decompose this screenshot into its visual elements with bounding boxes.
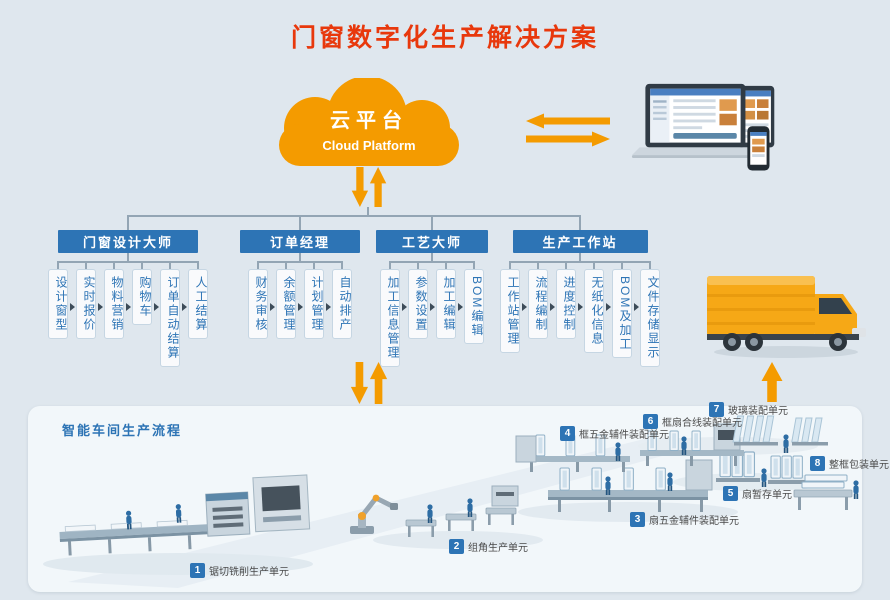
branch-header: 门窗设计大师 [58, 230, 198, 253]
cloud-platform: 云平台 Cloud Platform [263, 78, 475, 168]
station-number: 8 [810, 456, 825, 471]
connector-line [431, 215, 433, 230]
station-label: 框五金辅件装配单元 [579, 430, 669, 441]
branch-header: 生产工作站 [512, 230, 648, 253]
module-item: 人工结算 [188, 269, 208, 339]
module-item: 设计窗型 [48, 269, 68, 339]
station-marker-6: 6 框扇合线装配单元 [643, 414, 742, 429]
station-number: 2 [449, 539, 464, 554]
module-item: 订单自动结算 [160, 269, 180, 367]
module-item: 加工信息管理 [380, 269, 400, 367]
station-label: 扇五金辅件装配单元 [649, 516, 739, 527]
connector-line [299, 253, 301, 261]
connector-line [299, 215, 301, 230]
station-5-sash-buffer-racks [716, 451, 808, 487]
module-item: BOM编辑 [464, 269, 484, 345]
station-marker-1: 1 锯切铣削生产单元 [190, 563, 289, 578]
station-marker-2: 2 组角生产单元 [449, 539, 528, 554]
connector-line [579, 215, 581, 230]
sync-arrows-horizontal-icon [526, 113, 610, 152]
module-item: 自动排产 [332, 269, 352, 339]
station-number: 3 [630, 512, 645, 527]
connector-line [127, 215, 129, 230]
page-title: 门窗数字化生产解决方案 [290, 24, 599, 52]
module-item: 财务审核 [248, 269, 268, 339]
laptop-mockup [631, 83, 759, 158]
branch-production-workstation: 生产工作站 工作站管理 流程编制 进度控制 无纸化信息 BOM及加工 文件存储显… [496, 215, 664, 367]
cloud-subtitle: Cloud Platform [322, 137, 416, 153]
station-label: 组角生产单元 [468, 543, 528, 554]
module-item: 进度控制 [556, 269, 576, 339]
delivery-truck-icon [702, 260, 872, 362]
station-2-corner-crimping [405, 485, 519, 538]
data-flow-arrows-icon [350, 167, 388, 212]
cloud-icon [279, 78, 459, 166]
connector-line [579, 253, 581, 261]
station-marker-7: 7 玻璃装配单元 [709, 402, 788, 417]
cloud-title: 云平台 [330, 109, 408, 132]
module-item: 余额管理 [276, 269, 296, 339]
station-8-packing [793, 474, 859, 510]
station-marker-8: 8 整框包装单元 [810, 456, 889, 471]
station-number: 6 [643, 414, 658, 429]
devices-illustration [631, 83, 775, 171]
truck-upload-arrow-icon [758, 362, 786, 407]
station-label: 锯切铣削生产单元 [209, 567, 289, 578]
module-item: 参数设置 [408, 269, 428, 339]
branch-order-manager: 订单经理 财务审核 余额管理 计划管理 自动排产 [240, 215, 360, 339]
module-item: 实时报价 [76, 269, 96, 339]
module-item: 物料营销 [104, 269, 124, 339]
branch-craft-master: 工艺大师 加工信息管理 参数设置 加工编辑 BOM编辑 [376, 215, 488, 367]
module-item: 工作站管理 [500, 269, 520, 353]
station-number: 1 [190, 563, 205, 578]
module-item: 流程编制 [528, 269, 548, 339]
branch-header: 订单经理 [240, 230, 360, 253]
station-marker-5: 5 扇暂存单元 [723, 486, 792, 501]
factory-floor-illustration [43, 415, 859, 588]
connector-line [367, 207, 369, 216]
module-item: BOM及加工 [612, 269, 632, 359]
station-label: 扇暂存单元 [742, 490, 792, 501]
station-7-glass-racks [732, 415, 828, 453]
connector-line [431, 253, 433, 261]
workshop-title: 智能车间生产流程 [62, 423, 183, 438]
branch-window-design-master: 门窗设计大师 设计窗型 实时报价 物料营销 购物车 订单自动结算 人工结算 [44, 215, 212, 367]
station-marker-4: 4 框五金辅件装配单元 [560, 426, 669, 441]
station-number: 4 [560, 426, 575, 441]
connector-line [127, 253, 129, 261]
branch-header: 工艺大师 [376, 230, 488, 253]
station-label: 框扇合线装配单元 [662, 418, 742, 429]
robot-arm [350, 494, 398, 534]
multi-device-mockup [630, 82, 782, 180]
station-marker-3: 3 扇五金辅件装配单元 [630, 512, 739, 527]
station-label: 玻璃装配单元 [728, 406, 788, 417]
module-item: 加工编辑 [436, 269, 456, 339]
module-item: 购物车 [132, 269, 152, 325]
connector-line [128, 215, 581, 217]
phone-mockup [747, 126, 770, 171]
station-number: 5 [723, 486, 738, 501]
workshop-panel: 智能车间生产流程 [28, 402, 889, 592]
output-flow-arrows-icon [350, 362, 388, 409]
module-item: 文件存储显示 [640, 269, 660, 367]
module-item: 计划管理 [304, 269, 324, 339]
station-number: 7 [709, 402, 724, 417]
module-item: 无纸化信息 [584, 269, 604, 353]
station-1-saw-mill-line [59, 474, 311, 556]
station-4-frame-hardware-line [515, 434, 630, 472]
station-label: 整框包装单元 [829, 460, 889, 471]
